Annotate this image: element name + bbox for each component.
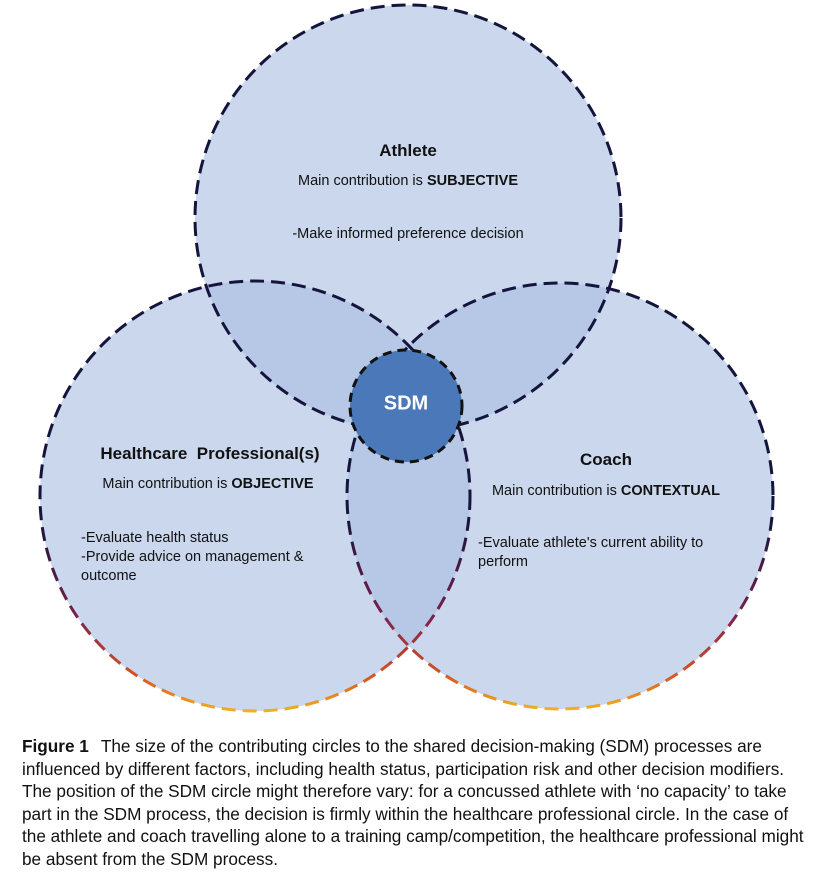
healthcare-title: Healthcare Professional(s) bbox=[100, 444, 319, 463]
coach-contribution-type: CONTEXTUAL bbox=[621, 483, 720, 499]
healthcare-point: -Evaluate health status bbox=[81, 530, 229, 546]
healthcare-contribution: Main contribution is OBJECTIVE bbox=[102, 476, 313, 492]
athlete-point: -Make informed preference decision bbox=[292, 226, 523, 242]
caption-label: Figure 1 bbox=[22, 736, 89, 756]
athlete-circle-border bbox=[193, 3, 623, 433]
caption-text: The size of the contributing circles to … bbox=[22, 736, 804, 869]
healthcare-contribution-type: OBJECTIVE bbox=[231, 476, 314, 492]
coach-contribution: Main contribution is CONTEXTUAL bbox=[492, 483, 720, 499]
healthcare-circle-border bbox=[38, 279, 472, 713]
sdm-circle-border bbox=[348, 348, 464, 464]
healthcare-point: -Provide advice on management & bbox=[81, 549, 304, 565]
sdm-circle bbox=[350, 350, 462, 462]
athlete-contribution-prefix: Main contribution is bbox=[298, 173, 427, 189]
coach-circle-border bbox=[345, 281, 775, 711]
athlete-contribution-type: SUBJECTIVE bbox=[427, 173, 518, 189]
healthcare-point: outcome bbox=[81, 568, 137, 584]
coach-point: -Evaluate athlete's current ability to bbox=[478, 535, 703, 551]
venn-diagram: SDM Athlete Main contribution is SUBJECT… bbox=[38, 3, 775, 713]
coach-contribution-prefix: Main contribution is bbox=[492, 483, 621, 499]
healthcare-contribution-prefix: Main contribution is bbox=[102, 476, 231, 492]
coach-title: Coach bbox=[580, 450, 632, 469]
coach-point: perform bbox=[478, 554, 528, 570]
athlete-contribution: Main contribution is SUBJECTIVE bbox=[298, 173, 518, 189]
sdm-label: SDM bbox=[384, 392, 428, 414]
athlete-title: Athlete bbox=[379, 141, 437, 160]
